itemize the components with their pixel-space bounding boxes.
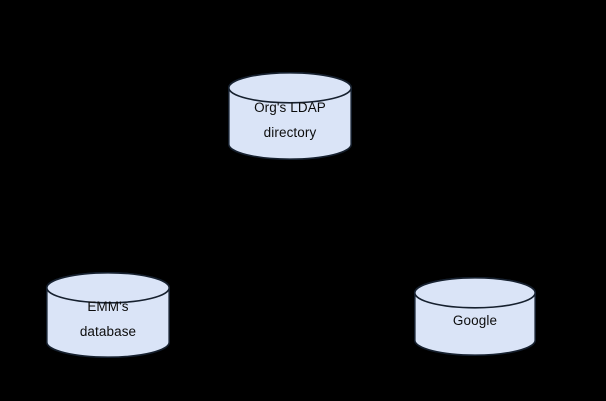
cylinder-top-ellipse	[227, 72, 353, 104]
database-cylinder-icon	[45, 272, 171, 358]
node-google[interactable]: Google	[413, 277, 537, 356]
cylinder-top-ellipse	[413, 277, 537, 309]
cylinder-top-ellipse	[45, 272, 171, 304]
node-ldap-directory[interactable]: Org's LDAP directory	[227, 72, 353, 160]
database-cylinder-icon	[413, 277, 537, 356]
node-emm-database[interactable]: EMM's database	[45, 272, 171, 358]
database-cylinder-icon	[227, 72, 353, 160]
